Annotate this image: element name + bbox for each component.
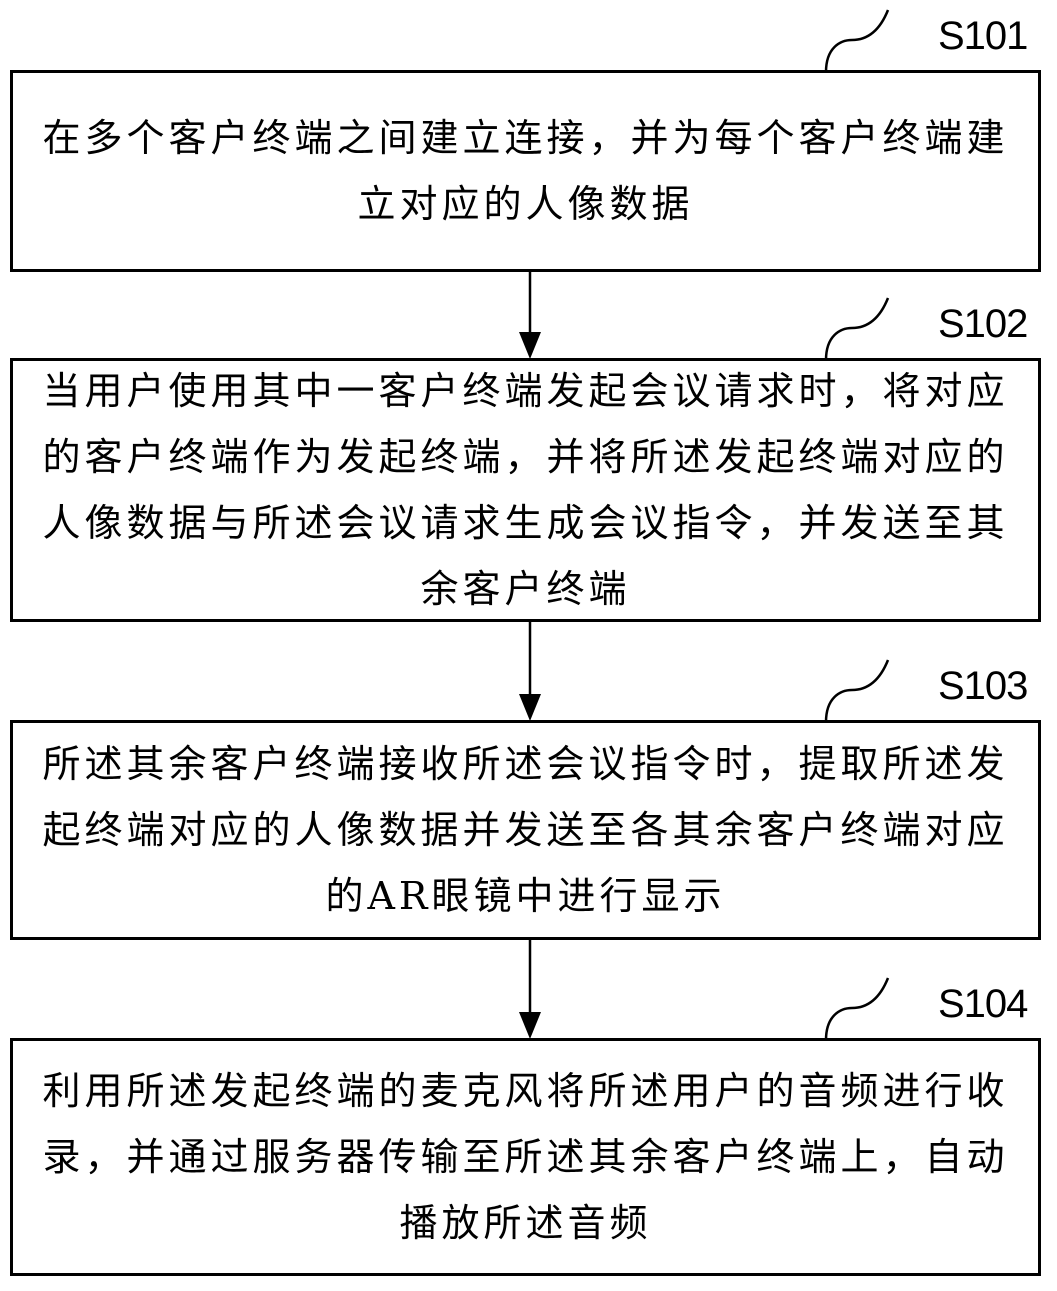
leader-line-s104 [824, 977, 890, 1041]
leader-line-s103 [824, 659, 890, 723]
step-box-s102: 当用户使用其中一客户终端发起会议请求时，将对应的客户终端作为发起终端，并将所述发… [10, 358, 1041, 622]
step-label-s102: S102 [938, 302, 1028, 346]
arrow-s102-to-s103 [519, 620, 541, 721]
step-box-s104: 利用所述发起终端的麦克风将所述用户的音频进行收录，并通过服务器传输至所述其余客户… [10, 1038, 1041, 1276]
step-box-s103: 所述其余客户终端接收所述会议指令时，提取所述发起终端对应的人像数据并发送至各其余… [10, 720, 1041, 940]
leader-line-s102 [824, 297, 890, 361]
step-text-s103: 所述其余客户终端接收所述会议指令时，提取所述发起终端对应的人像数据并发送至各其余… [42, 742, 1009, 918]
step-text-s104: 利用所述发起终端的麦克风将所述用户的音频进行收录，并通过服务器传输至所述其余客户… [42, 1069, 1009, 1245]
step-label-s101: S101 [938, 14, 1028, 58]
step-text-s101: 在多个客户终端之间建立连接，并为每个客户终端建立对应的人像数据 [42, 116, 1009, 226]
step-text-s102: 当用户使用其中一客户终端发起会议请求时，将对应的客户终端作为发起终端，并将所述发… [42, 369, 1009, 611]
leader-line-s101 [824, 9, 890, 73]
step-box-s101: 在多个客户终端之间建立连接，并为每个客户终端建立对应的人像数据 [10, 70, 1041, 272]
arrow-s103-to-s104 [519, 938, 541, 1039]
step-label-s103: S103 [938, 664, 1028, 708]
step-label-s104: S104 [938, 982, 1028, 1026]
arrow-s101-to-s102 [519, 270, 541, 359]
